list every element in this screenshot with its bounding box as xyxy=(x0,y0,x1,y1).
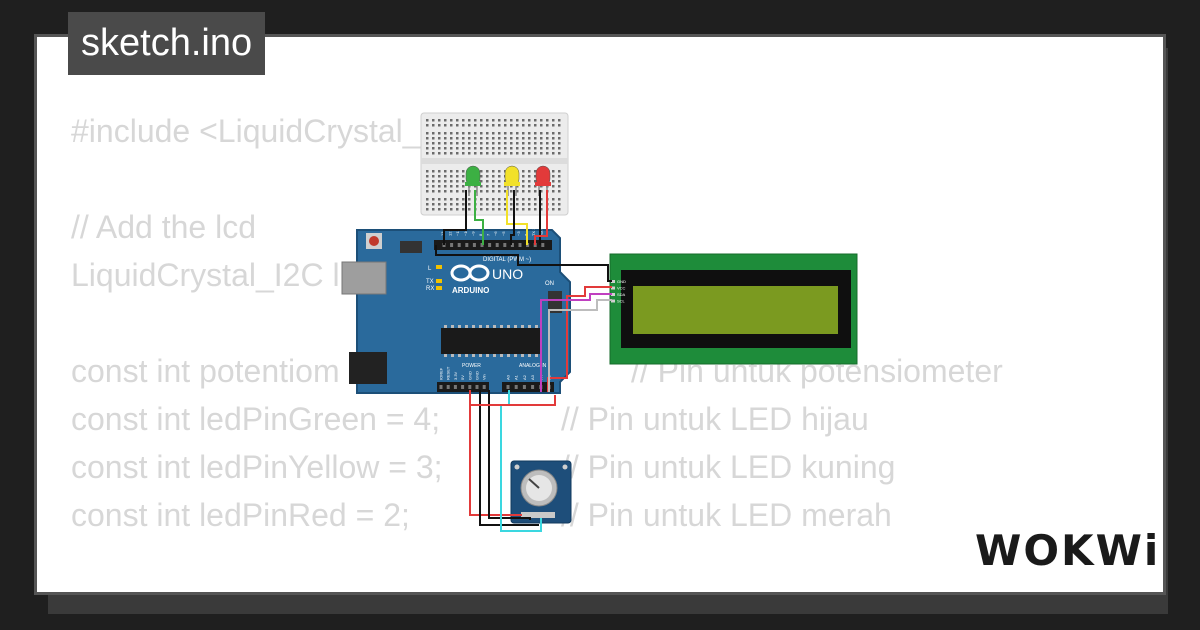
usb-port xyxy=(341,261,387,295)
code-text: LiquidCrystal_I2C l xyxy=(71,257,340,293)
digital-pin-label: ~11 xyxy=(455,229,460,236)
code-text: const int ledPinYellow = 3; xyxy=(71,449,443,485)
lcd-screen xyxy=(633,286,838,334)
code-comment: // Pin untuk potensiometer xyxy=(631,353,1003,389)
digital-pin-label: ~10 xyxy=(463,228,468,236)
code-text: const int potentiom xyxy=(71,353,340,389)
digital-pin-label: RX 0 xyxy=(539,226,544,236)
code-comment: // Pin untuk LED merah xyxy=(561,497,892,533)
digital-pin-label: ~5 xyxy=(501,231,506,236)
digital-pin-label: ~3 xyxy=(516,231,521,236)
code-line: const int ledPinRed = 2; // Pin untuk LED… xyxy=(71,491,892,539)
analog-header[interactable] xyxy=(502,382,554,392)
arduino-logo xyxy=(450,264,490,282)
code-line: // Add the lcd xyxy=(71,203,516,251)
lcd-pin-label: SCL xyxy=(617,299,626,304)
led-label-l: L xyxy=(428,266,432,272)
on-label: ON xyxy=(545,281,554,287)
power-pin-label: GND xyxy=(467,371,472,380)
digital-pin-label: 8 xyxy=(478,233,483,236)
power-jack xyxy=(349,352,387,384)
analog-pin-label: A3 xyxy=(530,374,535,380)
led-label-tx: TX xyxy=(426,279,434,285)
digital-pin-label: TX 1 xyxy=(531,227,536,236)
code-text: // Add the lcd xyxy=(71,209,257,245)
power-pin-label: Vin xyxy=(482,374,487,380)
wires xyxy=(435,190,612,532)
power-pin-label: 5V xyxy=(460,375,465,380)
led-label-rx: RX xyxy=(426,286,434,292)
power-pin-label: GND xyxy=(475,371,480,380)
code-line: const int ledPinGreen = 4; // Pin untuk L… xyxy=(71,395,869,443)
file-tab[interactable]: sketch.ino xyxy=(68,12,266,75)
lcd-pin-label: GND xyxy=(617,279,626,284)
code-text: const int ledPinGreen = 4; xyxy=(71,401,441,437)
digital-pin-label: 13 xyxy=(440,231,445,236)
code-line: LiquidCrystal_I2C l xyxy=(71,251,516,299)
board-brand: ARDUINO xyxy=(452,286,489,295)
analog-label: ANALOG IN xyxy=(519,363,547,369)
code-comment: // Pin untuk LED kuning xyxy=(561,449,896,485)
power-pin-label: RESET xyxy=(446,366,451,380)
board-model: UNO xyxy=(492,266,523,282)
microcontroller-chip xyxy=(441,328,542,354)
digital-header[interactable] xyxy=(434,240,552,250)
power-pin-label: IOREF xyxy=(439,367,444,380)
analog-pin-label: A1 xyxy=(514,374,519,380)
digital-label: DIGITAL (PWM ~) xyxy=(483,257,531,263)
code-line: const int potentiom // Pin untuk potensio… xyxy=(71,347,1003,395)
digital-pin-label: 7 xyxy=(486,233,491,236)
potentiometer[interactable] xyxy=(510,460,572,524)
code-comment: // Pin untuk LED hijau xyxy=(561,401,869,437)
lcd-pin-label: SDA xyxy=(617,292,626,297)
analog-pin-label: A2 xyxy=(522,374,527,380)
power-pin-label: 3.3V xyxy=(453,371,458,380)
digital-pin-label: ~9 xyxy=(470,231,475,236)
digital-pin-label: ~6 xyxy=(493,231,498,236)
power-label: POWER xyxy=(462,363,481,369)
breadboard[interactable] xyxy=(420,112,569,216)
analog-pin-label: A0 xyxy=(506,374,511,380)
wokwi-logo: WOKWi xyxy=(975,526,1161,575)
green-led[interactable] xyxy=(465,165,481,196)
code-text: const int ledPinRed = 2; xyxy=(71,497,410,533)
digital-pin-label: 12 xyxy=(448,231,453,236)
lcd-pin-label: VCC xyxy=(617,286,626,291)
breadboard-holes xyxy=(426,119,561,211)
code-line: const int ledPinYellow = 3; // Pin untuk … xyxy=(71,443,895,491)
